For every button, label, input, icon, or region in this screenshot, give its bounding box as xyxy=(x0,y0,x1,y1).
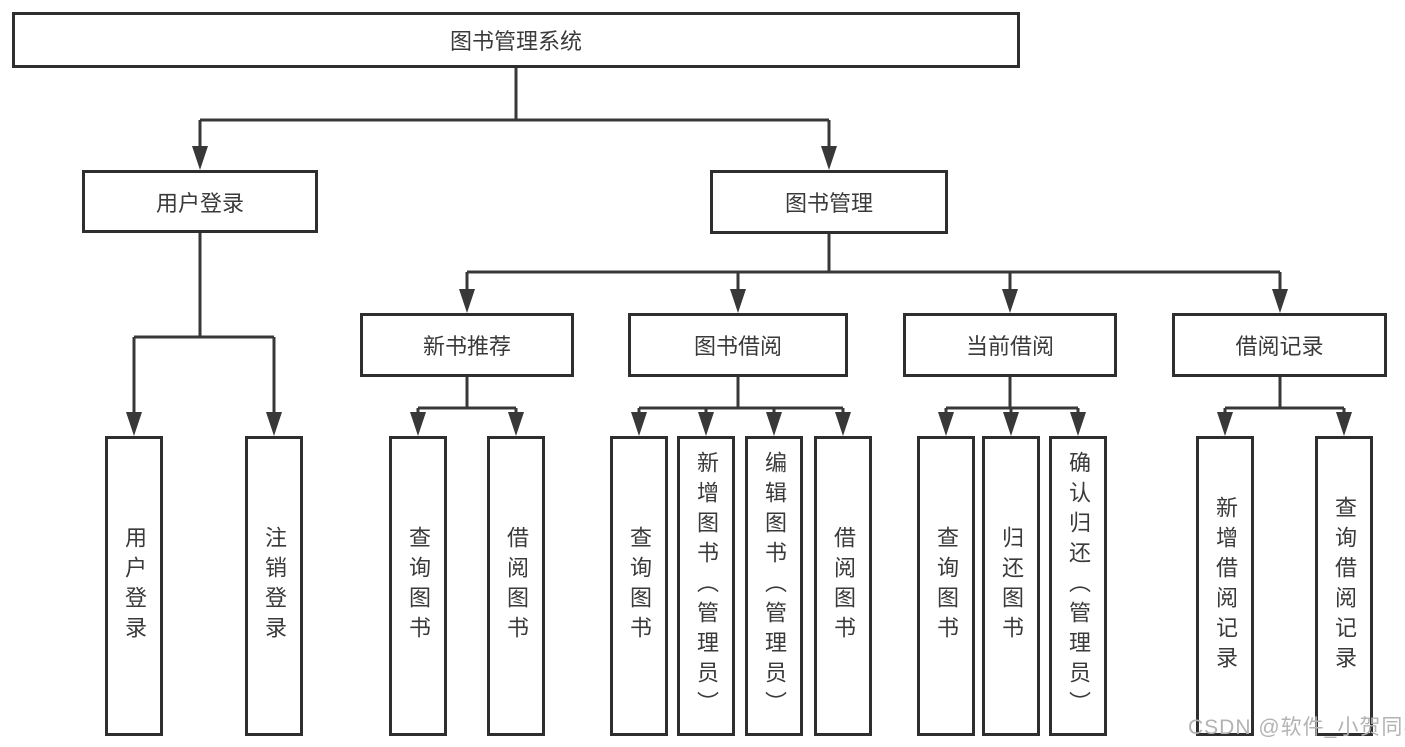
leaf-bb-add-books-admin: 新增图书（管理员） xyxy=(677,436,735,736)
arrow-down-icon xyxy=(192,146,208,170)
arrow-down-icon xyxy=(126,412,142,436)
arrow-down-icon xyxy=(266,412,282,436)
arrow-down-icon xyxy=(698,412,714,436)
arrow-down-icon xyxy=(1272,289,1288,313)
arrow-down-icon xyxy=(821,146,837,170)
arrow-down-icon xyxy=(1217,412,1233,436)
watermark: CSDN @软件_小贺同学 xyxy=(1188,716,1405,739)
leaf-br-query-record: 查询借阅记录 xyxy=(1315,436,1373,736)
arrow-down-icon xyxy=(1070,412,1086,436)
leaf-bb-query-books: 查询图书 xyxy=(610,436,668,736)
leaf-bb-edit-books-admin: 编辑图书（管理员） xyxy=(745,436,803,736)
arrow-down-icon xyxy=(730,289,746,313)
arrowheads xyxy=(126,146,1352,436)
node-new-book-recommend: 新书推荐 xyxy=(360,313,574,377)
node-user-login: 用户登录 xyxy=(82,170,318,233)
arrow-down-icon xyxy=(631,412,647,436)
arrow-down-icon xyxy=(1002,289,1018,313)
arrow-down-icon xyxy=(766,412,782,436)
leaf-cb-query-books: 查询图书 xyxy=(917,436,975,736)
leaf-nb-borrow-books: 借阅图书 xyxy=(487,436,545,736)
arrow-down-icon xyxy=(1336,412,1352,436)
leaf-nb-query-books: 查询图书 xyxy=(389,436,447,736)
arrow-down-icon xyxy=(835,412,851,436)
node-library-system: 图书管理系统 xyxy=(12,12,1020,68)
arrow-down-icon xyxy=(938,412,954,436)
leaf-cb-return-books: 归还图书 xyxy=(982,436,1040,736)
arrow-down-icon xyxy=(1003,412,1019,436)
node-current-borrow: 当前借阅 xyxy=(903,313,1117,377)
leaf-user-login: 用户登录 xyxy=(105,436,163,736)
leaf-cb-confirm-return-admin: 确认归还（管理员） xyxy=(1049,436,1107,736)
arrow-down-icon xyxy=(459,289,475,313)
arrow-down-icon xyxy=(410,412,426,436)
leaf-br-add-record: 新增借阅记录 xyxy=(1196,436,1254,736)
node-borrow-records: 借阅记录 xyxy=(1172,313,1387,377)
leaf-logout-login: 注销登录 xyxy=(245,436,303,736)
node-book-borrow: 图书借阅 xyxy=(628,313,848,377)
leaf-bb-borrow-books: 借阅图书 xyxy=(814,436,872,736)
arrow-down-icon xyxy=(508,412,524,436)
node-book-management: 图书管理 xyxy=(710,170,948,234)
